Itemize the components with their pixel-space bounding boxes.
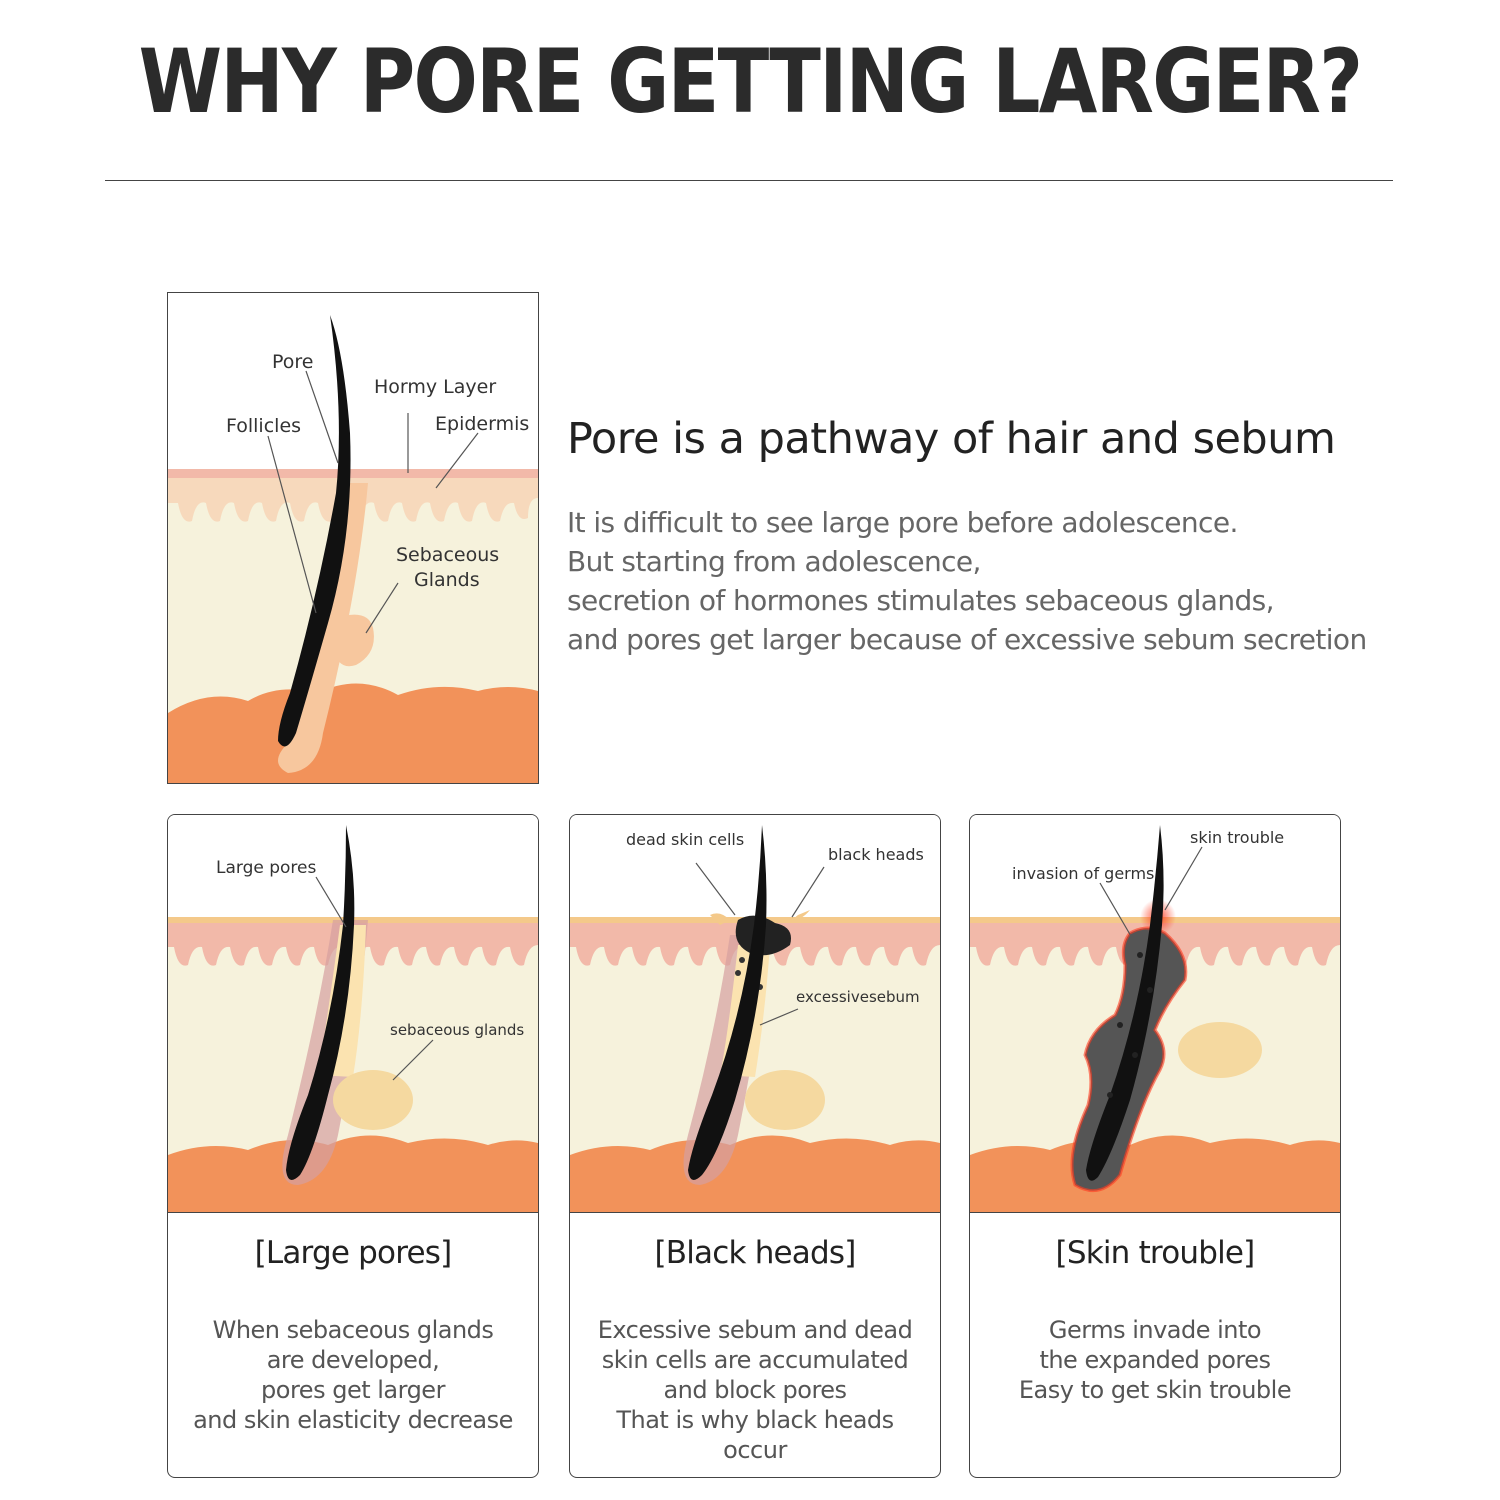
label-dead-skin-cells: dead skin cells	[626, 830, 744, 849]
desc-line: Excessive sebum and dead	[597, 1316, 913, 1344]
desc-line: Easy to get skin trouble	[1018, 1376, 1292, 1404]
title-divider	[105, 180, 1393, 181]
label-large-pores: Large pores	[216, 858, 316, 878]
desc-line: are developed,	[266, 1346, 440, 1374]
label-sebaceous: Sebaceous	[396, 544, 499, 566]
card-caption: [Skin trouble]	[1055, 1235, 1256, 1271]
desc-line: the expanded pores	[1039, 1346, 1271, 1374]
desc-line: skin cells are accumulated	[601, 1346, 909, 1374]
desc-line: occur	[723, 1436, 787, 1464]
card-large-pores: Large pores sebaceous glands [Large pore…	[167, 814, 539, 1478]
intro-line: and pores get larger because of excessiv…	[567, 623, 1367, 656]
desc-line: and block pores	[663, 1376, 847, 1404]
intro-body: It is difficult to see large pore before…	[567, 503, 1367, 659]
label-follicles: Follicles	[226, 415, 301, 437]
label-hormy-layer: Hormy Layer	[374, 376, 496, 398]
label-glands: Glands	[414, 569, 480, 591]
intro-heading: Pore is a pathway of hair and sebum	[567, 414, 1336, 464]
label-epidermis: Epidermis	[435, 413, 529, 435]
skin-trouble-illustration: skin trouble invasion of germs	[970, 815, 1340, 1213]
card-caption: [Black heads]	[654, 1235, 856, 1271]
desc-line: That is why black heads	[616, 1406, 894, 1434]
pore-anatomy-diagram: Pore Hormy Layer Follicles Epidermis Seb…	[167, 292, 539, 784]
intro-line: It is difficult to see large pore before…	[567, 506, 1238, 539]
card-black-heads: dead skin cells black heads excessiveseb…	[569, 814, 941, 1478]
page-title: WHY PORE GETTING LARGER?	[138, 30, 1363, 133]
card-caption: [Large pores]	[254, 1235, 453, 1271]
card-description: When sebaceous glands are developed, por…	[168, 1315, 538, 1435]
label-sebaceous-glands: sebaceous glands	[390, 1021, 524, 1039]
desc-line: Germs invade into	[1048, 1316, 1262, 1344]
card-description: Germs invade into the expanded pores Eas…	[970, 1315, 1340, 1405]
desc-line: When sebaceous glands	[212, 1316, 494, 1344]
label-excessive-sebum: excessivesebum	[796, 988, 920, 1006]
pore-anatomy-illustration: Pore Hormy Layer Follicles Epidermis Seb…	[168, 293, 538, 783]
intro-line: But starting from adolescence,	[567, 545, 981, 578]
card-description: Excessive sebum and dead skin cells are …	[570, 1315, 940, 1465]
label-invasion-of-germs: invasion of germs	[1012, 864, 1154, 883]
label-skin-trouble: skin trouble	[1190, 828, 1284, 847]
desc-line: pores get larger	[261, 1376, 445, 1404]
black-heads-illustration: dead skin cells black heads excessiveseb…	[570, 815, 940, 1213]
label-pore: Pore	[272, 351, 314, 373]
card-skin-trouble: skin trouble invasion of germs [Skin tro…	[969, 814, 1341, 1478]
large-pores-illustration: Large pores sebaceous glands	[168, 815, 538, 1213]
desc-line: and skin elasticity decrease	[193, 1406, 513, 1434]
intro-line: secretion of hormones stimulates sebaceo…	[567, 584, 1275, 617]
label-black-heads: black heads	[828, 845, 924, 864]
